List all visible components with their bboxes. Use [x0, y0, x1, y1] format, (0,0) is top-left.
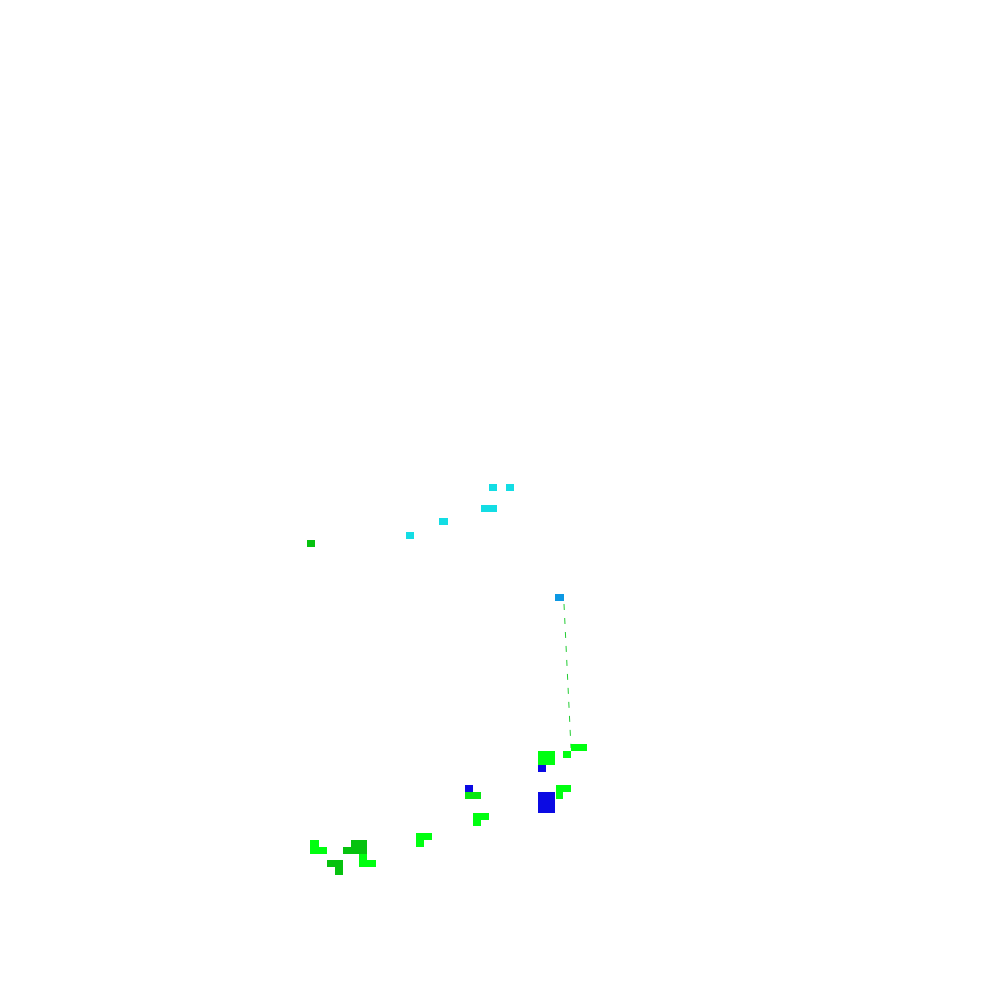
green-pixel: [416, 840, 424, 847]
green-pixel: [335, 867, 343, 875]
green-pixel: [359, 854, 367, 860]
green-pixel: [571, 744, 587, 751]
cyan-pixel: [439, 518, 448, 525]
blue-pixel: [465, 785, 473, 792]
green-pixel: [538, 751, 555, 765]
green-pixel: [563, 751, 571, 758]
player-marker: [555, 594, 564, 601]
cyan-pixel: [481, 505, 497, 512]
green-pixel: [556, 785, 571, 792]
green-pixel: [556, 792, 563, 799]
green-pixel: [473, 813, 489, 820]
green-pixel: [327, 860, 343, 867]
green-pixel: [465, 792, 481, 799]
green-pixel: [310, 847, 327, 854]
green-pixel: [307, 540, 315, 547]
blue-block: [538, 792, 555, 813]
green-pixel: [473, 820, 481, 826]
green-pixel: [343, 847, 367, 854]
cyan-pixel: [506, 484, 514, 491]
green-pixel: [416, 833, 432, 840]
green-pixel: [359, 860, 376, 867]
cyan-pixel: [406, 532, 414, 539]
cyan-pixel: [489, 484, 497, 491]
blue-pixel: [538, 765, 546, 772]
green-pixel: [351, 840, 367, 847]
green-pixel: [310, 840, 319, 847]
